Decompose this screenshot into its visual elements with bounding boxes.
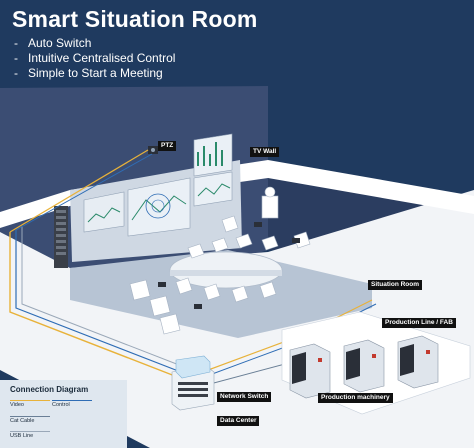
cat-cable-swatch <box>10 416 50 417</box>
feature-label: Intuitive Centralised Control <box>28 51 176 65</box>
legend-item-video: Video <box>10 402 24 408</box>
production-line-label: Production Line / FAB <box>382 318 456 328</box>
tv-wall-label: TV Wall <box>250 147 280 157</box>
network-switch-label: Network Switch <box>217 392 272 402</box>
chairs <box>129 215 311 335</box>
legend-title: Connection Diagram <box>10 385 89 394</box>
feature-label: Auto Switch <box>28 36 92 50</box>
legend-item-cat-cable: Cat Cable <box>10 418 35 424</box>
page-title: Smart Situation Room <box>12 6 258 32</box>
data-center-label: Data Center <box>217 416 260 426</box>
production-machinery-label: Production machinery <box>318 393 393 403</box>
legend-item-control: Control <box>52 402 70 408</box>
bullet-dash: - <box>14 66 18 80</box>
feature-item: -Simple to Start a Meeting <box>14 66 175 81</box>
legend-item-usb-line: USB Line <box>10 433 34 439</box>
video-line-swatch <box>10 400 50 401</box>
usb-line-swatch <box>10 431 50 432</box>
feature-item: -Intuitive Centralised Control <box>14 51 175 66</box>
feature-label: Simple to Start a Meeting <box>28 66 163 80</box>
feature-item: -Auto Switch <box>14 36 175 51</box>
feature-list: -Auto Switch -Intuitive Centralised Cont… <box>14 36 175 81</box>
situation-room-label: Situation Room <box>368 280 423 290</box>
video-cable <box>9 232 181 379</box>
room-floor <box>70 250 372 338</box>
production-machines <box>289 335 439 399</box>
bullet-dash: - <box>14 51 18 65</box>
control-line-swatch <box>52 400 92 401</box>
control-cable <box>15 230 187 375</box>
bullet-dash: - <box>14 36 18 50</box>
connection-legend: Connection Diagram Video Control Cat Cab… <box>0 380 127 448</box>
ptz-label: PTZ <box>158 141 177 151</box>
